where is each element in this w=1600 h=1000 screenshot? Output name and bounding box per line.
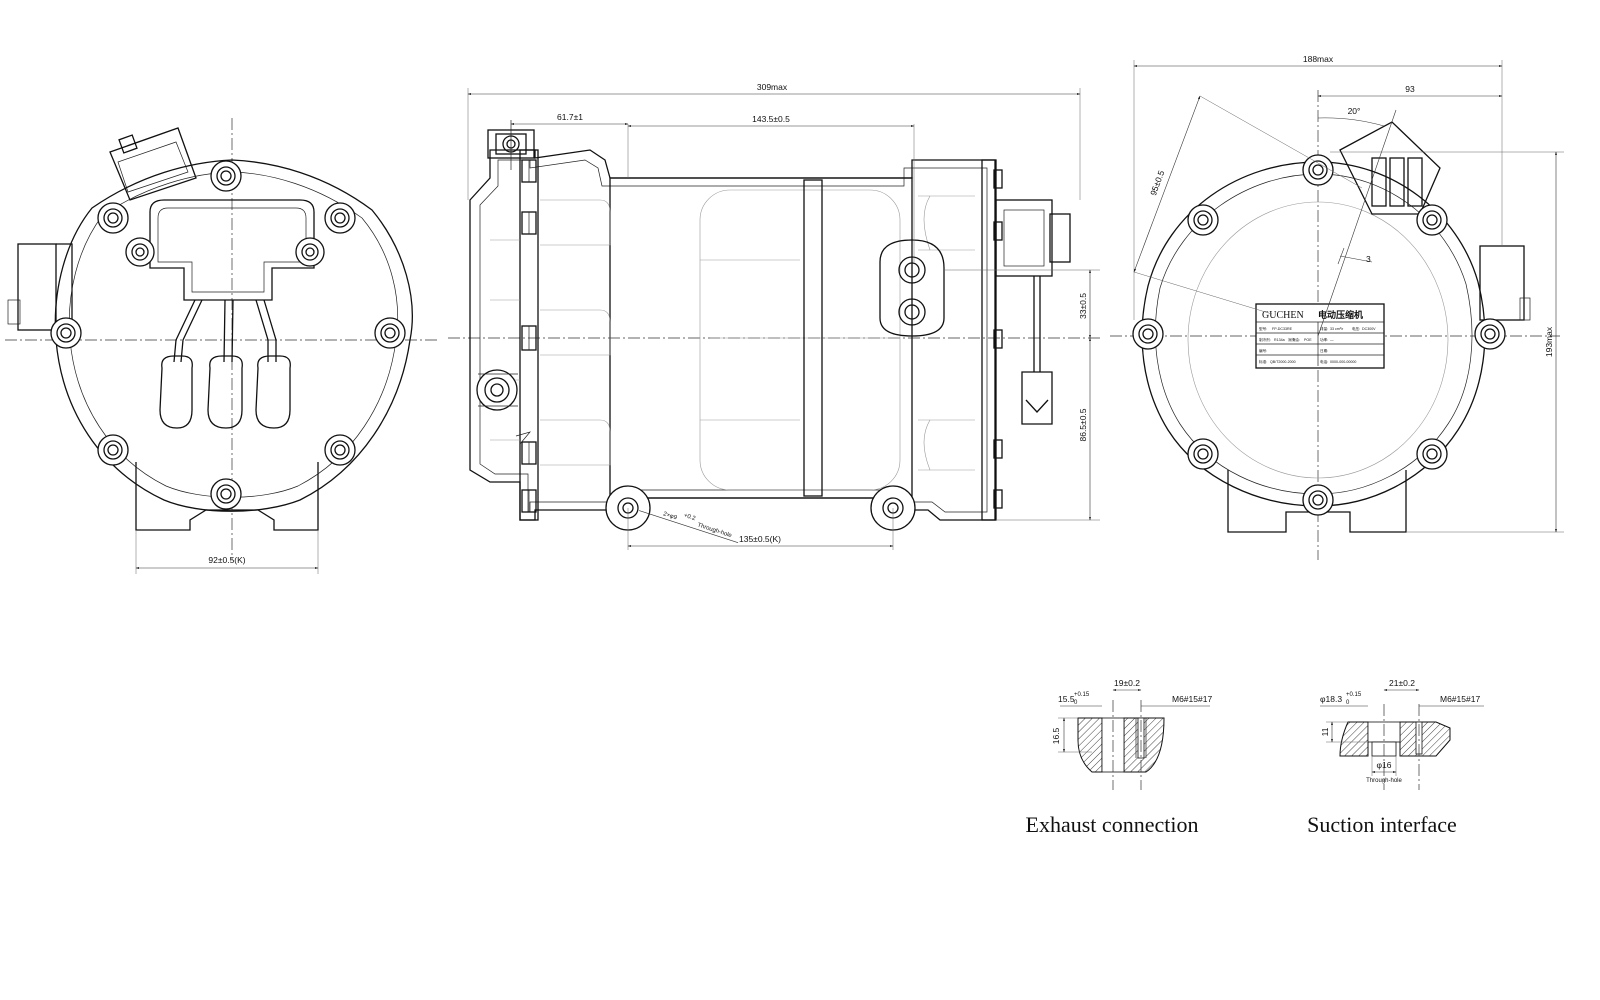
suction-spacing: 21±0.2	[1389, 678, 1415, 688]
side-height-upper-label: 33±0.5	[1078, 293, 1088, 319]
rear-small-label: 3	[1366, 254, 1371, 264]
side-center-rib	[803, 179, 823, 497]
suction-through: φ16	[1377, 760, 1392, 770]
svg-text:日期:: 日期:	[1320, 348, 1328, 353]
exhaust-thread: M6#15#17	[1172, 694, 1212, 704]
front-terminal-plate	[149, 199, 315, 301]
side-port-offset-label: 61.7±1	[557, 112, 583, 122]
front-connector	[109, 127, 197, 201]
side-overall-length-label: 309max	[757, 82, 788, 92]
svg-text:制冷剂:: 制冷剂:	[1259, 337, 1271, 342]
side-connector	[995, 199, 1071, 425]
svg-text:润滑油:: 润滑油:	[1288, 337, 1300, 342]
svg-text:标准:: 标准:	[1259, 359, 1267, 364]
side-right-bolts	[993, 169, 1003, 509]
rear-half-width-dim: 93	[1317, 84, 1503, 98]
rear-angle-dim: 20°	[1317, 106, 1397, 337]
svg-text:POE: POE	[1304, 338, 1312, 342]
svg-text:编号:: 编号:	[1259, 348, 1267, 353]
side-suction-port	[476, 369, 531, 445]
side-mount-spacing-top-dim: 143.5±0.5	[627, 114, 915, 262]
side-height-dims: 33±0.5 86.5±0.5	[944, 269, 1100, 521]
side-mount-lug	[879, 239, 945, 337]
side-mount-spacing-bottom-dim: 135±0.5(K)	[627, 508, 894, 550]
svg-text:QB/T2000-2000: QB/T2000-2000	[1270, 360, 1296, 364]
suction-caption: Suction interface	[1307, 812, 1457, 837]
rear-bolts	[1132, 154, 1506, 516]
svg-text:33 cm³/r: 33 cm³/r	[1330, 327, 1344, 331]
front-bolts	[50, 160, 406, 510]
suction-detail: 21±0.2 φ18.3 +0.15 0 M6#15#17 11 φ16 Thr…	[1307, 678, 1484, 837]
side-hole-tol: +0.2	[683, 513, 697, 523]
suction-depth: 11	[1320, 727, 1330, 736]
svg-text:电话:: 电话:	[1320, 359, 1328, 364]
exhaust-caption: Exhaust connection	[1026, 812, 1199, 837]
svg-text:FP-DC33RE: FP-DC33RE	[1272, 327, 1293, 331]
rear-overall-height-label: 193max	[1544, 326, 1554, 357]
side-mount-spacing-bottom-label: 135±0.5(K)	[739, 534, 781, 544]
side-height-lower-label: 86.5±0.5	[1078, 408, 1088, 441]
side-discharge-port	[487, 120, 535, 170]
exhaust-bore: 15.5	[1058, 694, 1075, 704]
side-left-bolts	[521, 159, 537, 513]
svg-text:功率:: 功率:	[1320, 337, 1328, 342]
svg-text:R134a: R134a	[1274, 338, 1285, 342]
side-body-outline	[469, 149, 996, 521]
rear-overall-width-label: 188max	[1303, 54, 1334, 64]
svg-text:型号:: 型号:	[1259, 326, 1267, 331]
svg-text:—: —	[1330, 338, 1334, 342]
nameplate-title: 电动压缩机	[1318, 309, 1363, 320]
side-overall-length-dim: 309max	[467, 82, 1081, 200]
front-body-outline	[54, 159, 413, 512]
rear-angle-label: 20°	[1348, 106, 1361, 116]
svg-text:0000-000-00000: 0000-000-00000	[1330, 360, 1356, 364]
front-view: 92±0.5(K)	[5, 118, 440, 574]
exhaust-bore-tol: +0.15	[1074, 692, 1090, 698]
exhaust-spacing: 19±0.2	[1114, 678, 1140, 688]
suction-through-type: Through-hole	[1366, 778, 1402, 784]
front-side-boss	[7, 243, 73, 331]
suction-thread: M6#15#17	[1440, 694, 1480, 704]
exhaust-depth: 16.5	[1051, 727, 1061, 744]
exhaust-detail: 19±0.2 15.5 +0.15 0 M6#15#17 16.5 Exhaus…	[1026, 678, 1213, 837]
suction-bore-tol-low: 0	[1346, 700, 1350, 706]
side-view: 309max 61.7±1 143.5±0.5 135±0.5(K) 2×φ9 …	[448, 82, 1100, 550]
side-hole-spec: 2×φ9	[662, 511, 678, 521]
rear-overall-height-dim: 193max	[1330, 151, 1564, 533]
suction-bore-tol: +0.15	[1346, 692, 1362, 698]
svg-text:电压:: 电压:	[1352, 326, 1360, 331]
rear-half-width-label: 93	[1405, 84, 1415, 94]
side-mount-spacing-top-label: 143.5±0.5	[752, 114, 790, 124]
rear-connector	[1339, 121, 1441, 215]
rear-view: GUCHEN 电动压缩机 型号: FP-DC33RE 排量: 33 cm³/r …	[1110, 54, 1564, 560]
nameplate-brand: GUCHEN	[1262, 310, 1304, 321]
rear-radial-dim: 95±0.5	[1133, 95, 1363, 315]
front-width-label: 92±0.5(K)	[208, 555, 245, 565]
front-terminals	[159, 299, 291, 429]
side-hole-callout: 2×φ9 +0.2 Through-hole	[639, 510, 739, 544]
front-mount-foot	[135, 462, 319, 531]
side-bottom-lugs	[605, 485, 916, 531]
svg-text:排量:: 排量:	[1320, 326, 1328, 331]
exhaust-bore-tol-low: 0	[1074, 700, 1078, 706]
rear-small-dim: 3	[1337, 247, 1373, 265]
suction-bore: φ18.3	[1320, 694, 1342, 704]
side-port-offset-dim: 61.7±1	[510, 112, 629, 178]
svg-text:DC300V: DC300V	[1362, 327, 1376, 331]
rear-nameplate: GUCHEN 电动压缩机 型号: FP-DC33RE 排量: 33 cm³/r …	[1255, 303, 1385, 369]
front-width-dimension: 92±0.5(K)	[135, 530, 319, 574]
